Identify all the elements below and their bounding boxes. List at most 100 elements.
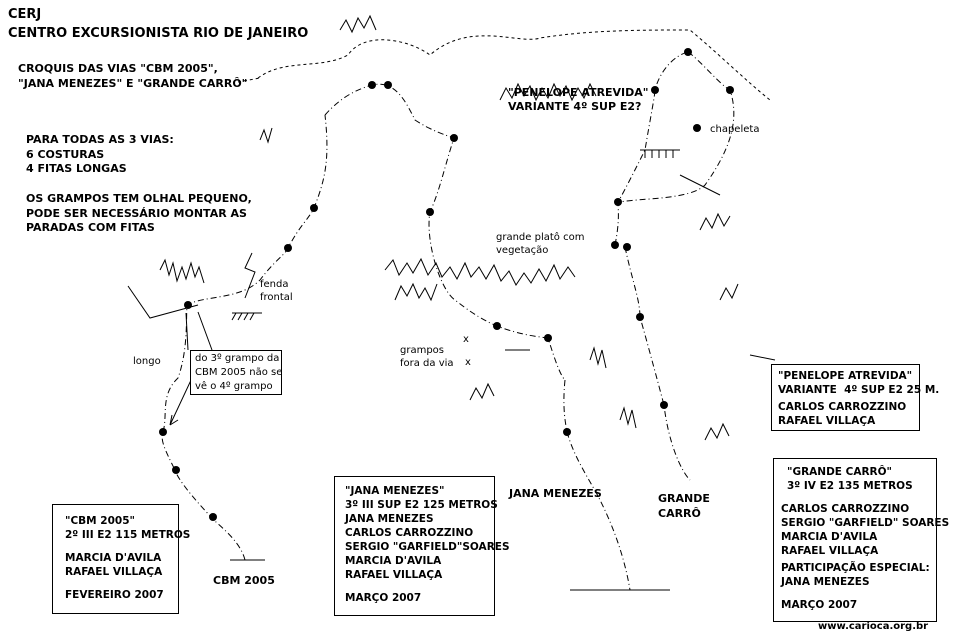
info-line: JANA MENEZES (781, 576, 870, 588)
label-line: fenda (260, 279, 289, 290)
notes-all-routes: PARA TODAS AS 3 VIAS: 6 COSTURAS 4 FITAS… (26, 133, 174, 177)
info-line: "CBM 2005" (65, 515, 135, 527)
bolt (660, 401, 668, 409)
note-line: PODE SER NECESSÁRIO MONTAR AS (26, 206, 247, 220)
chapeleta-line (679, 174, 721, 196)
label-line: VARIANTE 4º SUP E2? (508, 100, 642, 113)
plato-base (505, 349, 776, 361)
base-lines (230, 559, 670, 591)
note-line: PARADAS COM FITAS (26, 221, 155, 234)
info-line: SERGIO "GARFIELD"SOARES (345, 541, 510, 553)
info-line: SERGIO "GARFIELD" SOARES (781, 517, 950, 529)
info-line: MARCIA D'AVILA (781, 531, 878, 543)
bolt (368, 81, 376, 89)
fenda-label: fenda frontal (260, 278, 293, 304)
croquis-title-1: CROQUIS DAS VIAS "CBM 2005", (18, 62, 218, 75)
info-line: CARLOS CARROZZINO (778, 401, 907, 413)
bolt (693, 124, 701, 132)
info-line: RAFAEL VILLAÇA (778, 415, 876, 427)
note-pointer (185, 311, 213, 351)
vegetation (159, 14, 739, 441)
fenda-mark (244, 252, 256, 299)
info-line: FEVEREIRO 2007 (65, 589, 164, 601)
info-box-cbm-2005: "CBM 2005" 2º III E2 115 METROS MARCIA D… (52, 504, 191, 614)
bolt (726, 86, 734, 94)
bolt (611, 241, 619, 249)
bolt (384, 81, 392, 89)
label-line: GRANDE (658, 492, 710, 505)
longo-line (127, 285, 199, 319)
label-line: CARRÔ (658, 507, 701, 520)
info-line: MARCIA D'AVILA (345, 555, 442, 567)
bolt (614, 198, 622, 206)
plato-label: grande platô com vegetação (496, 231, 584, 257)
note-line: do 3º grampo da (195, 353, 280, 364)
label-line: frontal (260, 292, 293, 303)
bolt (426, 208, 434, 216)
longo-label: longo (133, 356, 161, 367)
title-club: CENTRO EXCURSIONISTA RIO DE JANEIRO (8, 26, 309, 41)
note-line: PARA TODAS AS 3 VIAS: (26, 133, 174, 146)
bolt (684, 48, 692, 56)
info-line: VARIANTE 4º SUP E2 25 M. (778, 384, 940, 396)
label-line: grampos (400, 345, 445, 356)
note-line: 6 COSTURAS (26, 147, 105, 161)
penelope-variant-label: "PENELOPE ATREVIDA" VARIANTE 4º SUP E2? (508, 86, 649, 114)
info-line: CARLOS CARROZZINO (345, 527, 474, 539)
bolt (450, 134, 458, 142)
rock-outline (237, 29, 771, 101)
bolt (310, 204, 318, 212)
info-line: "PENELOPE ATREVIDA" (778, 370, 913, 382)
bolt (209, 513, 217, 521)
info-line: RAFAEL VILLAÇA (781, 545, 879, 557)
croquis-title-2: "JANA MENEZES" E "GRANDE CARRÔ" (18, 77, 248, 90)
route-jana-menezes (563, 379, 631, 591)
info-line: 3º IV E2 135 METROS (787, 480, 913, 492)
info-line: MARÇO 2007 (345, 592, 422, 604)
notes-bolts: OS GRAMPOS TEM OLHAL PEQUENO, PODE SER N… (26, 192, 252, 236)
ledge-mark (231, 312, 262, 321)
note-line: CBM 2005 não se (195, 367, 283, 378)
label-line: vegetação (496, 245, 549, 256)
jana-route-label: JANA MENEZES (509, 487, 602, 500)
grampo-x-mark: x (465, 357, 471, 368)
info-line: "JANA MENEZES" (345, 485, 445, 497)
info-box-penelope-atrevida: "PENELOPE ATREVIDA" VARIANTE 4º SUP E2 2… (771, 364, 940, 431)
bolt (184, 301, 192, 309)
bolt (172, 466, 180, 474)
bolt (563, 428, 571, 436)
note-line: 4 FITAS LONGAS (26, 162, 127, 175)
website-label: www.carioca.org.br (818, 621, 929, 632)
info-line: JANA MENEZES (345, 513, 434, 525)
info-line: PARTICIPAÇÃO ESPECIAL: (781, 562, 930, 574)
info-line: "GRANDE CARRÔ" (787, 466, 893, 478)
note-line: OS GRAMPOS TEM OLHAL PEQUENO, (26, 192, 252, 205)
bolt (159, 428, 167, 436)
route-grande-carro (614, 51, 691, 481)
info-line: MARÇO 2007 (781, 599, 858, 611)
grande-route-label: GRANDE CARRÔ (658, 491, 710, 521)
info-line: RAFAEL VILLAÇA (65, 566, 163, 578)
bolt (493, 322, 501, 330)
info-line: 2º III E2 115 METROS (65, 529, 191, 541)
arrow-longo (169, 377, 193, 426)
bolt (651, 86, 659, 94)
platform-mark (640, 149, 680, 158)
info-line: RAFAEL VILLAÇA (345, 569, 443, 581)
title-cerj: CERJ (8, 7, 42, 22)
chapeleta-label: chapeleta (710, 124, 760, 135)
bolt (623, 243, 631, 251)
info-line: 3º III SUP E2 125 METROS (345, 499, 498, 511)
bolt (284, 244, 292, 252)
info-line: CARLOS CARROZZINO (781, 503, 910, 515)
info-line: MARCIA D'AVILA (65, 552, 162, 564)
label-line: grande platô com (496, 232, 585, 243)
note-line: vê o 4º grampo (195, 381, 273, 392)
bolt (636, 313, 644, 321)
grampo-note-box: do 3º grampo da CBM 2005 não se vê o 4º … (190, 350, 282, 395)
bolt (544, 334, 552, 342)
label-line: fora da via (400, 358, 454, 369)
label-line: "PENELOPE ATREVIDA" (508, 86, 649, 99)
